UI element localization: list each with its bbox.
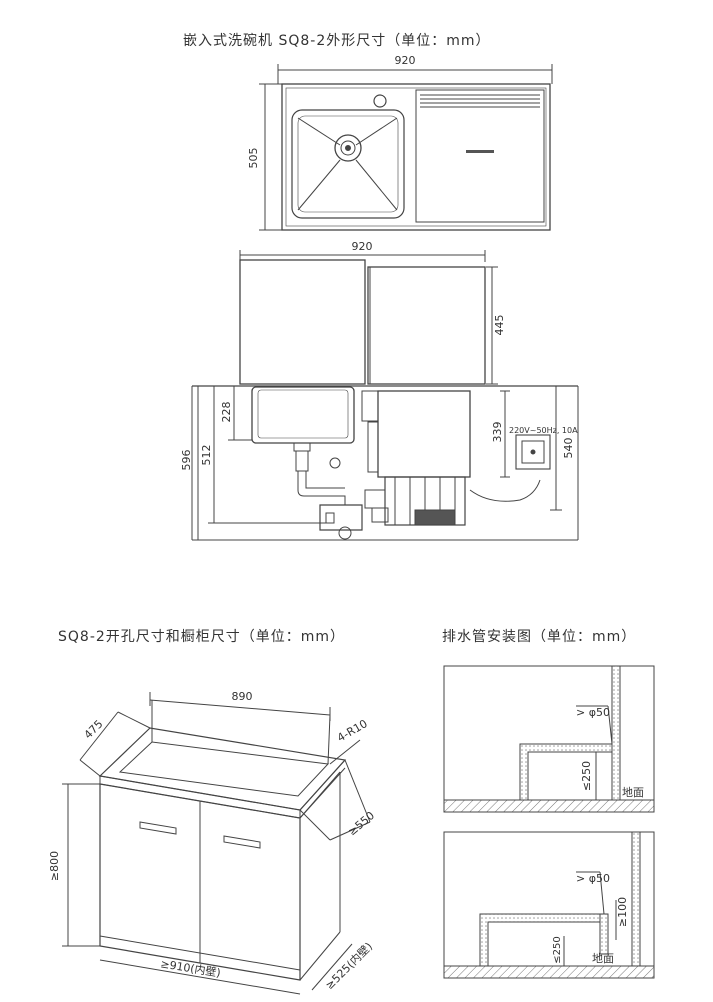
- total-height-label: 596: [180, 450, 193, 471]
- faucet-hole: [373, 94, 387, 108]
- top-width-label: 920: [395, 54, 416, 67]
- right-height-label: 540: [562, 438, 575, 459]
- drain2-floor-label: 地面: [592, 952, 614, 965]
- dishwasher-lid: [415, 89, 545, 223]
- upper-height-label: 445: [493, 315, 506, 336]
- cabinet-drawing: [62, 692, 371, 995]
- sink-depth-label: 228: [220, 402, 233, 423]
- power-socket: [515, 434, 551, 470]
- sink-basin-side: [251, 386, 355, 444]
- dishwasher-lower: [377, 390, 471, 478]
- drain2-side-label: ≥100: [616, 897, 629, 927]
- corner-radius-label: 4-R10: [335, 717, 370, 745]
- socket-label: 220V~50Hz, 10A: [509, 426, 578, 435]
- cutout-title: SQ8-2开孔尺寸和橱柜尺寸（单位：mm）: [58, 629, 346, 645]
- drain1-pipe-label: > φ50: [576, 706, 610, 719]
- drain1-floor-label: 地面: [622, 786, 644, 799]
- drain-height-label: 512: [200, 445, 213, 466]
- drain1-height-label: ≤250: [580, 761, 593, 791]
- cutout-width-label: 890: [232, 690, 253, 703]
- drain-diagram-1: [443, 665, 655, 813]
- inner-width-label: ≥910(内壁): [160, 956, 222, 979]
- sink-bowl: [291, 109, 405, 219]
- drain-hole: [334, 134, 362, 162]
- drain-diagram-2: [443, 831, 655, 979]
- top-depth-label: 505: [247, 148, 260, 169]
- side-view: [191, 250, 579, 541]
- top-view: [259, 64, 553, 231]
- drain-title: 排水管安装图（单位：mm）: [442, 629, 637, 645]
- cabinet-depth-label: ≥550: [346, 809, 378, 838]
- main-title: 嵌入式洗碗机 SQ8-2外形尺寸（单位：mm）: [183, 33, 491, 49]
- machine-height-label: 339: [491, 422, 504, 443]
- side-width-label: 920: [352, 240, 373, 253]
- drain2-pipe-label: > φ50: [576, 872, 610, 885]
- cabinet-height-label: ≥800: [48, 851, 61, 881]
- drain2-height-label: ≤250: [552, 936, 563, 963]
- cutout-depth-label: 475: [82, 718, 106, 742]
